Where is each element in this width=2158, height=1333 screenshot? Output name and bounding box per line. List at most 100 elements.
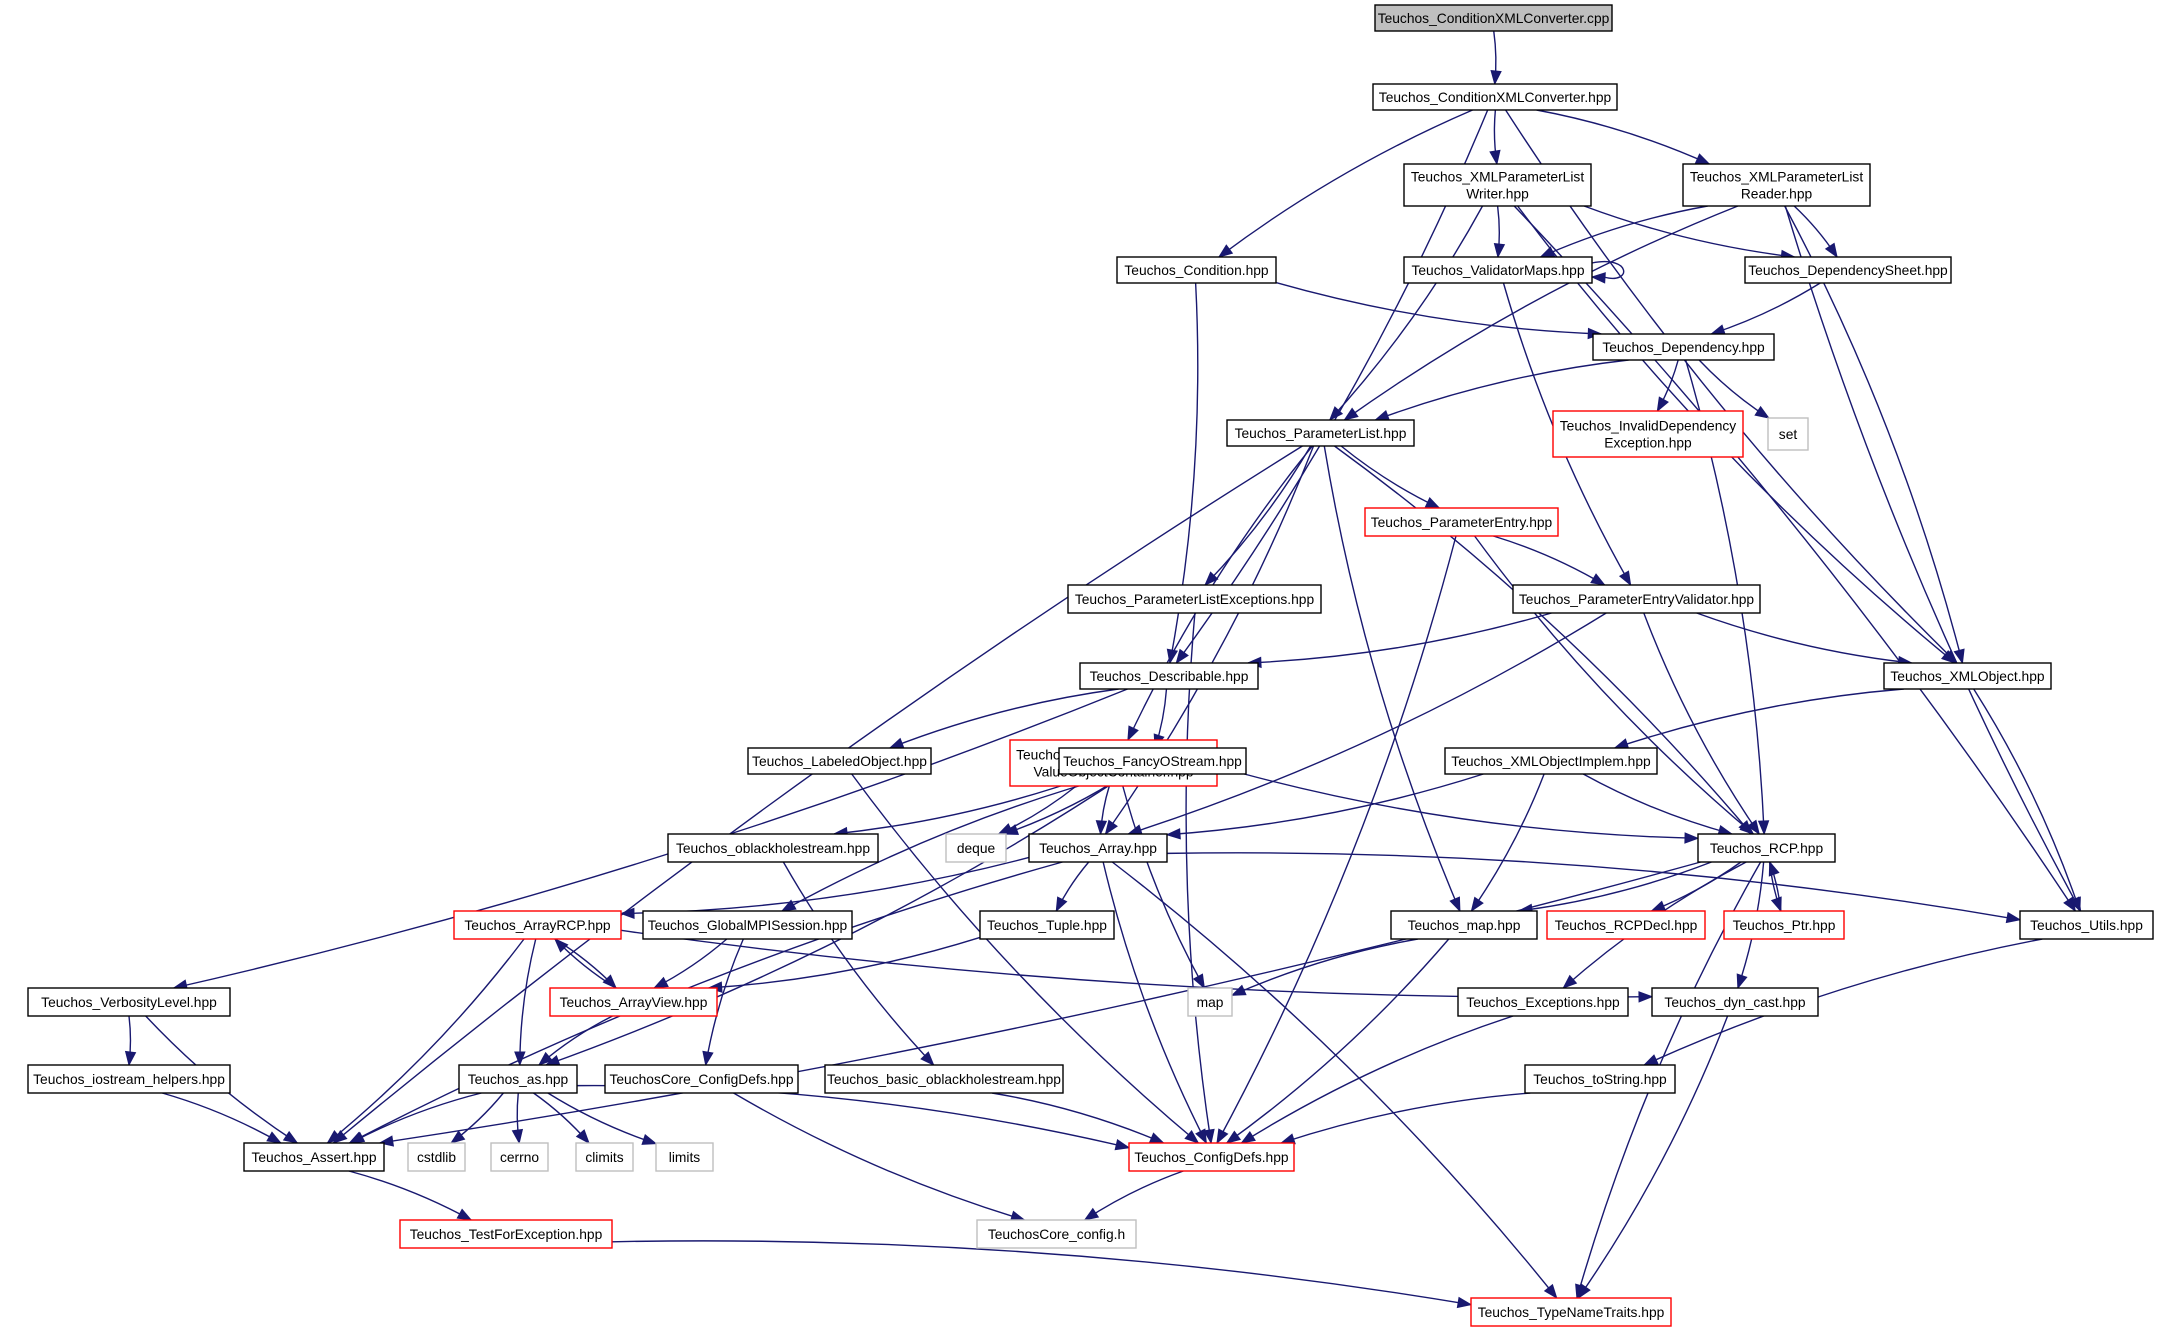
node-bobhs[interactable]: Teuchos_basic_oblackholestream.hpp (824, 1064, 1064, 1094)
edge-xmlobj-to-utils-arrowhead (2070, 896, 2081, 913)
node-pentry[interactable]: Teuchos_ParameterEntry.hpp (1364, 507, 1559, 537)
node-lobj[interactable]: Teuchos_LabeledObject.hpp (747, 747, 932, 775)
node-tfe[interactable]: Teuchos_TestForException.hpp (399, 1219, 613, 1249)
node-tfe-label-0: Teuchos_TestForException.hpp (410, 1227, 603, 1242)
edge-lobj-to-cdefs-arrowhead (1184, 1129, 1200, 1144)
node-limits[interactable]: limits (655, 1142, 714, 1172)
node-xoi[interactable]: Teuchos_XMLObjectImplem.hpp (1444, 747, 1658, 775)
node-tnt[interactable]: Teuchos_TypeNameTraits.hpp (1470, 1297, 1672, 1327)
edge-utils-to-tostr (1643, 938, 2043, 1066)
edge-sivo-to-array-arrowhead (1095, 820, 1108, 836)
edge-sivo-to-map (1122, 785, 1205, 989)
node-vmaps[interactable]: Teuchos_ValidatorMaps.hpp (1403, 256, 1593, 284)
edge-array-to-arcp-arrowhead (619, 907, 635, 920)
node-climits[interactable]: climits (575, 1142, 634, 1172)
node-ptr[interactable]: Teuchos_Ptr.hpp (1723, 910, 1845, 940)
edge-xplw-to-xmlobj-arrowhead (1940, 650, 1957, 664)
node-plist[interactable]: Teuchos_ParameterList.hpp (1226, 419, 1415, 447)
node-exc[interactable]: Teuchos_Exceptions.hpp (1457, 987, 1629, 1017)
node-map[interactable]: map (1187, 987, 1233, 1017)
edge-xoi-to-array-arrowhead (1165, 828, 1181, 840)
node-xmlobj[interactable]: Teuchos_XMLObject.hpp (1883, 662, 2052, 690)
edge-fos-to-gmpi-arrowhead (780, 899, 797, 912)
edge-plist-to-pentry-arrowhead (1424, 497, 1441, 509)
node-obhs-box (667, 833, 879, 863)
node-xmlobj-label-0: Teuchos_XMLObject.hpp (1890, 669, 2044, 684)
edge-tostr-to-cdefs-arrowhead (1279, 1133, 1296, 1145)
node-root[interactable]: Teuchos_ConditionXMLConverter.cpp (1374, 4, 1613, 32)
edge-rcp-to-rcpdecl (1651, 861, 1742, 912)
node-dsheet[interactable]: Teuchos_DependencySheet.hpp (1744, 256, 1952, 284)
node-arcp[interactable]: Teuchos_ArrayRCP.hpp (453, 910, 622, 940)
node-rcp[interactable]: Teuchos_RCP.hpp (1697, 833, 1836, 863)
node-exc-box (1457, 987, 1629, 1017)
node-exc-label-0: Teuchos_Exceptions.hpp (1466, 995, 1620, 1010)
node-arcp-label-0: Teuchos_ArrayRCP.hpp (464, 918, 611, 933)
node-assert[interactable]: Teuchos_Assert.hpp (243, 1142, 385, 1172)
edge-array-to-arcp (620, 856, 1030, 915)
node-vlevel[interactable]: Teuchos_VerbosityLevel.hpp (27, 987, 231, 1017)
edge-vlevel-to-assert-arrowhead (282, 1130, 299, 1144)
node-pev[interactable]: Teuchos_ParameterEntryValidator.hpp (1512, 584, 1761, 614)
edge-tfe-to-tnt-arrowhead (1456, 1296, 1473, 1309)
edge-array-to-tnt-arrowhead (1543, 1283, 1558, 1300)
node-ccfg[interactable]: TeuchosCore_config.h (976, 1219, 1137, 1249)
node-tuple[interactable]: Teuchos_Tuple.hpp (979, 910, 1115, 940)
node-vmaps-box (1403, 256, 1593, 284)
node-utils[interactable]: Teuchos_Utils.hpp (2019, 910, 2154, 940)
node-gmpi-label-0: Teuchos_GlobalMPISession.hpp (648, 918, 848, 933)
node-iosh-label-0: Teuchos_iostream_helpers.hpp (33, 1072, 225, 1087)
node-gmpi[interactable]: Teuchos_GlobalMPISession.hpp (642, 910, 853, 940)
node-iosh[interactable]: Teuchos_iostream_helpers.hpp (27, 1064, 231, 1094)
node-rcpdecl[interactable]: Teuchos_RCPDecl.hpp (1546, 910, 1706, 940)
node-climits-label-0: climits (585, 1150, 623, 1165)
edge-plist-to-pentry (1340, 445, 1440, 509)
node-cxc-box (1372, 83, 1618, 111)
node-cdefs[interactable]: Teuchos_ConfigDefs.hpp (1128, 1142, 1295, 1172)
edge-as-to-cdefs-arrowhead (1114, 1139, 1131, 1151)
node-cstdlib[interactable]: cstdlib (407, 1142, 466, 1172)
node-array[interactable]: Teuchos_Array.hpp (1028, 833, 1168, 863)
edge-pev-to-array (1128, 612, 1607, 835)
node-set-label-0: set (1779, 427, 1798, 442)
node-dep-label-0: Teuchos_Dependency.hpp (1602, 340, 1765, 355)
node-invdep-label-1: Exception.hpp (1604, 436, 1692, 451)
node-cxc[interactable]: Teuchos_ConditionXMLConverter.hpp (1372, 83, 1618, 111)
node-dyncast-box (1651, 987, 1819, 1017)
edge-xplw-to-dsheet (1583, 205, 1795, 258)
node-cerrno[interactable]: cerrno (490, 1142, 549, 1172)
edge-xoi-to-tmap (1470, 773, 1545, 912)
edge-arcp-to-assert-arrowhead (326, 1130, 342, 1144)
node-dep[interactable]: Teuchos_Dependency.hpp (1592, 333, 1775, 361)
edge-aview-to-arcp-arrowhead (553, 938, 569, 953)
node-as[interactable]: Teuchos_as.hpp (458, 1064, 578, 1094)
node-limits-box (655, 1142, 714, 1172)
edge-bobhs-to-cdefs-arrowhead (1148, 1132, 1165, 1144)
node-tostr[interactable]: Teuchos_toString.hpp (1524, 1064, 1676, 1094)
node-descr[interactable]: Teuchos_Describable.hpp (1079, 662, 1259, 690)
node-dyncast[interactable]: Teuchos_dyn_cast.hpp (1651, 987, 1819, 1017)
edge-dep-to-invdep-arrowhead (1656, 396, 1669, 413)
edge-tmap-to-map-arrowhead (1230, 984, 1247, 996)
edge-pentry-to-pev-arrowhead (1590, 573, 1606, 586)
edge-cxc-to-xplw-arrowhead (1489, 149, 1501, 166)
node-plexc[interactable]: Teuchos_ParameterListExceptions.hpp (1067, 584, 1322, 614)
node-obhs[interactable]: Teuchos_oblackholestream.hpp (667, 833, 879, 863)
edge-pev-to-rcp (1643, 612, 1760, 835)
edge-cxc-to-cond (1218, 109, 1473, 258)
node-tmap[interactable]: Teuchos_map.hpp (1390, 910, 1538, 940)
node-aview-label-0: Teuchos_ArrayView.hpp (560, 995, 708, 1010)
node-fos[interactable]: Teuchos_FancyOStream.hpp (1058, 747, 1247, 775)
node-cond[interactable]: Teuchos_Condition.hpp (1116, 256, 1277, 284)
edge-gmpi-to-aview-arrowhead (652, 976, 669, 989)
node-ccd[interactable]: TeuchosCore_ConfigDefs.hpp (604, 1064, 799, 1094)
node-layer: Teuchos_ConditionXMLConverter.cppTeuchos… (27, 4, 2154, 1327)
node-deque[interactable]: deque (945, 833, 1007, 863)
node-xplw-label-1: Writer.hpp (1466, 187, 1529, 202)
node-set[interactable]: set (1767, 417, 1809, 451)
node-aview[interactable]: Teuchos_ArrayView.hpp (549, 987, 718, 1017)
node-tuple-label-0: Teuchos_Tuple.hpp (987, 918, 1107, 933)
